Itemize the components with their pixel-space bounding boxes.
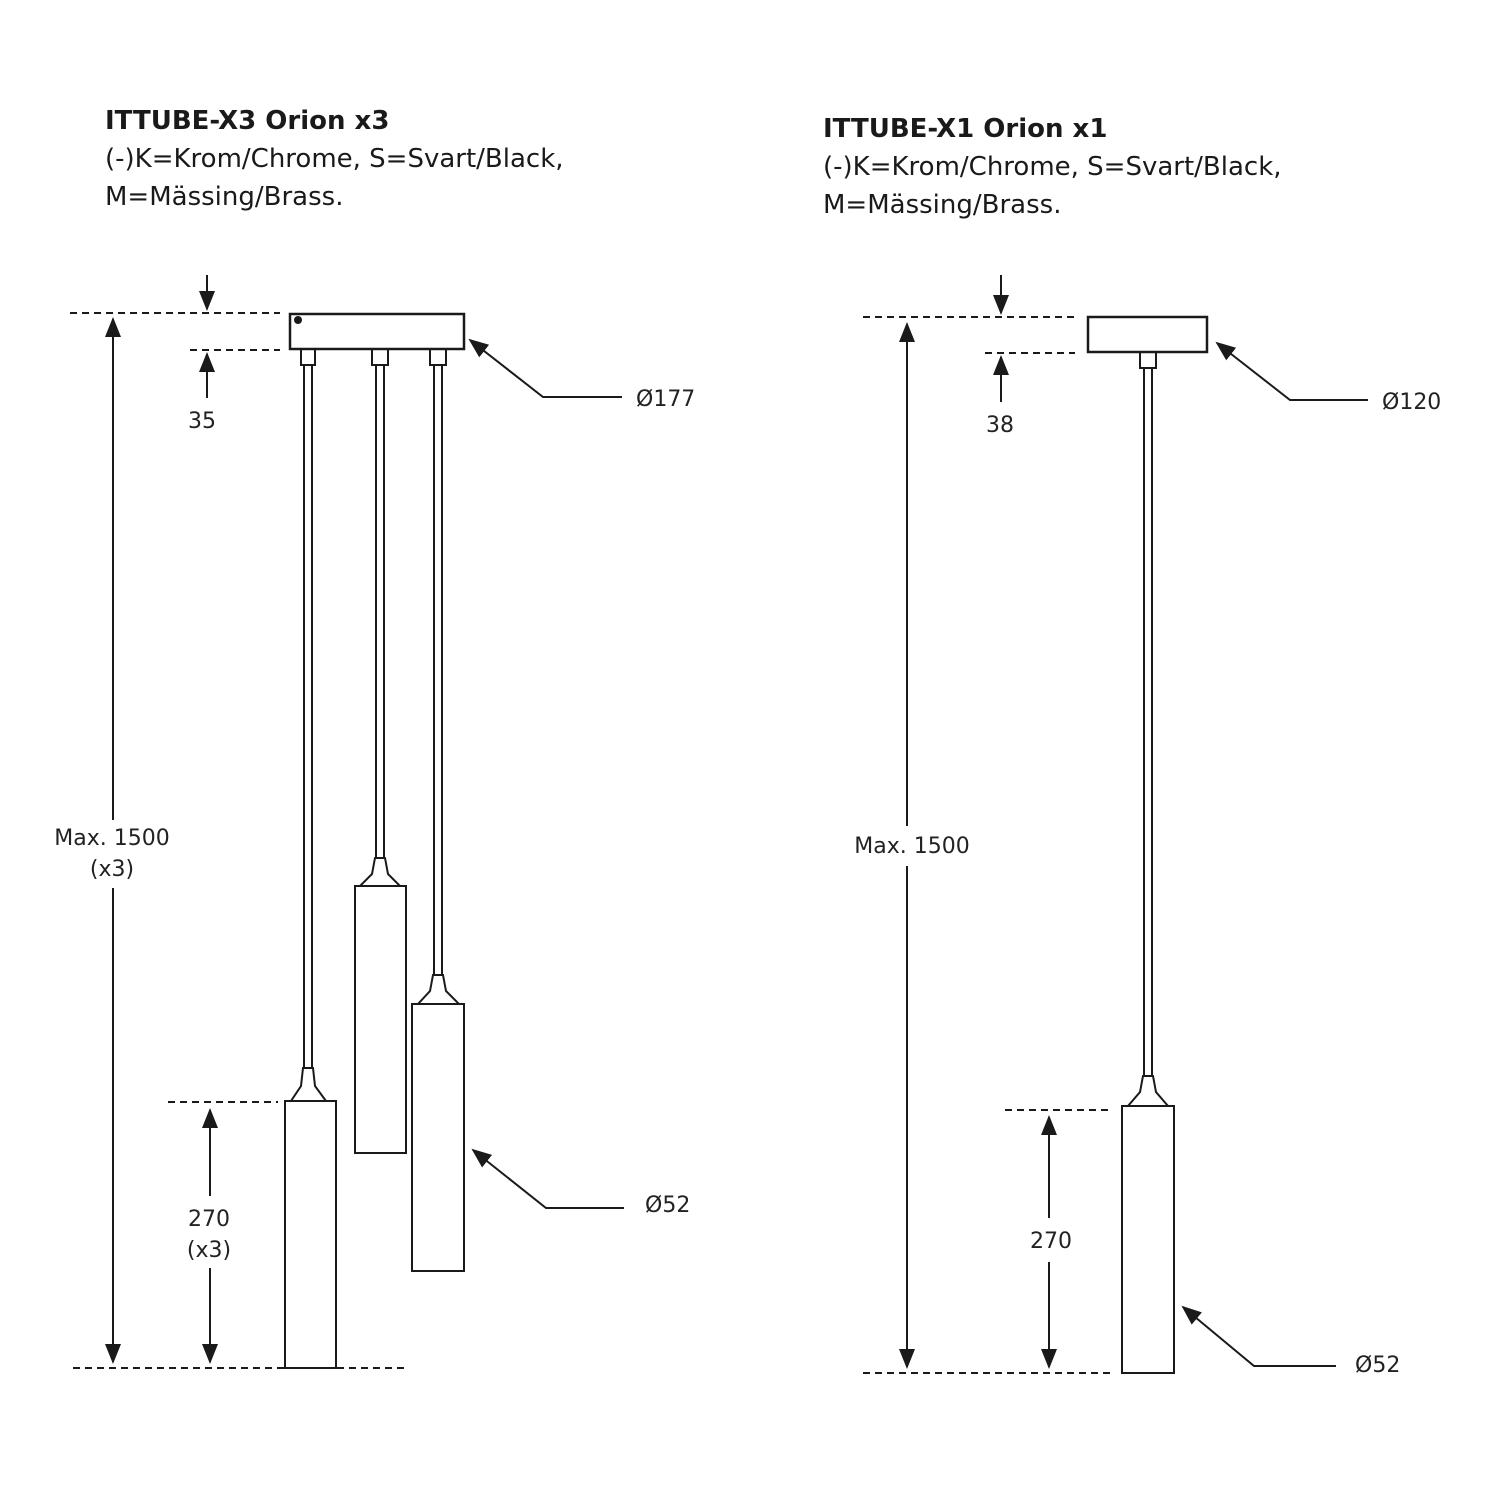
dim-canopy-height-x1: 38 [986,413,1014,438]
dim-canopy-height-x3: 35 [188,409,216,434]
leader-tube-diameter-x1 [1181,1305,1336,1367]
leader-tube-diameter-x3 [471,1148,624,1209]
tube-x1 [1121,1105,1175,1374]
dim-max-length-x1: Max. 1500 [854,834,969,859]
leader-canopy-diameter-x1 [1215,341,1368,401]
title-block-x3: ITTUBE-X3 Orion x3 (-)K=Krom/Chrome, S=S… [105,102,564,216]
dim-tube-length-x1: 270 [1030,1229,1072,1254]
tube-2-x3 [354,885,407,1154]
cable-connector-3-x3 [429,348,447,366]
dim-max-length-x3: Max. 1500 [54,826,169,851]
dim-tube-diameter-x3: Ø52 [645,1193,690,1218]
finish-options-line2-x3: M=Mässing/Brass. [105,182,344,212]
finish-options-line2-x1: M=Mässing/Brass. [823,190,1062,220]
finish-options-line1-x1: (-)K=Krom/Chrome, S=Svart/Black, [823,152,1282,182]
dim-tube-diameter-x1: Ø52 [1355,1353,1400,1378]
tube-3-x3 [411,1003,465,1272]
tube-1-x3 [284,1100,337,1369]
tube-cap-x1 [1125,1075,1171,1107]
tube-cap-1-x3 [289,1067,328,1102]
dim-canopy-diameter-x3: Ø177 [636,387,695,412]
product-title-x3: ITTUBE-X3 Orion x3 [105,106,390,136]
dim-canopy-diameter-x1: Ø120 [1382,390,1441,415]
leader-canopy-diameter-x3 [468,338,622,398]
canopy-screw-x3 [294,316,302,324]
drawing-x1 [863,275,1368,1374]
dim-max-length-note-x3: (x3) [90,857,134,882]
cable-connector-x1 [1139,351,1157,369]
dim-tube-length-x3: 270 [188,1207,230,1232]
cable-connector-1-x3 [300,348,316,366]
drawing-x3 [70,275,624,1369]
tube-cap-2-x3 [357,857,403,887]
tube-cap-3-x3 [415,974,462,1005]
canopy-x3 [288,312,466,351]
canopy-x1 [1086,315,1209,354]
finish-options-line1-x3: (-)K=Krom/Chrome, S=Svart/Black, [105,144,564,174]
dim-tube-length-note-x3: (x3) [187,1238,231,1263]
product-title-x1: ITTUBE-X1 Orion x1 [823,114,1108,144]
title-block-x1: ITTUBE-X1 Orion x1 (-)K=Krom/Chrome, S=S… [823,110,1282,224]
cable-connector-2-x3 [371,348,389,366]
